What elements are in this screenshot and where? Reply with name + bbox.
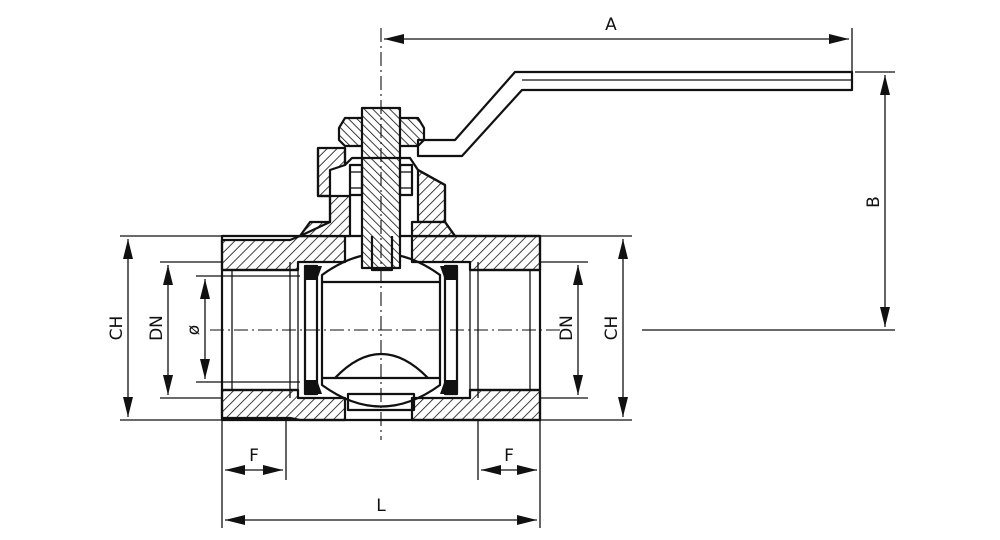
dimension-phi: ø (184, 275, 300, 383)
label-dn-left: DN (147, 315, 167, 341)
dimension-ch-left: CH (107, 235, 222, 421)
dimension-dn-right: DN (540, 261, 588, 399)
label-ch-left: CH (107, 316, 127, 341)
dimension-a: A (384, 15, 853, 72)
dimension-dn-left: DN (147, 261, 222, 399)
label-ch-right: CH (602, 316, 622, 341)
dimension-f-left: F (221, 420, 287, 528)
dimension-l: L (225, 496, 537, 525)
dimension-ch-right: CH (540, 235, 632, 421)
dimension-b: B (642, 71, 895, 331)
label-phi: ø (184, 325, 204, 335)
handle-lever (416, 70, 854, 158)
label-f-right: F (504, 446, 514, 466)
label-l: L (376, 496, 386, 516)
label-b: B (864, 196, 884, 208)
label-dn-right: DN (557, 315, 577, 341)
label-f-left: F (249, 446, 259, 466)
label-a: A (605, 15, 617, 35)
center-lines (210, 28, 560, 440)
dimension-f-right: F (477, 420, 541, 528)
